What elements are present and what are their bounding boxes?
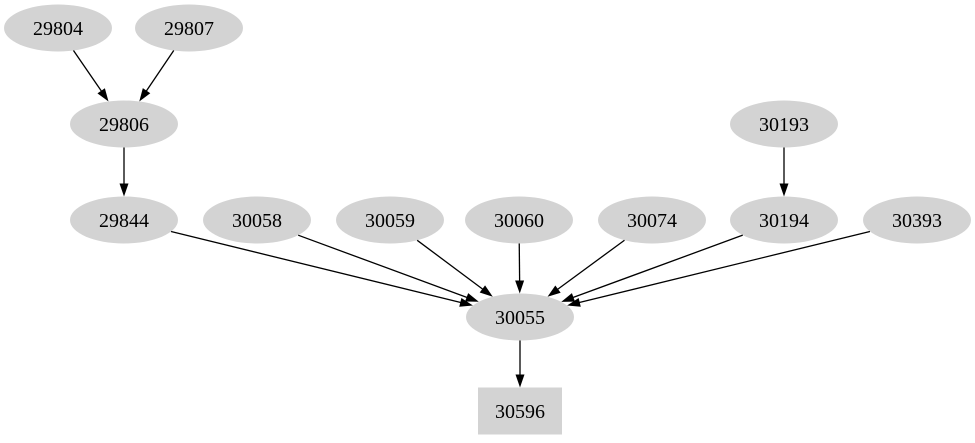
edge-30194-30055 <box>561 234 743 302</box>
node-ellipse-shape <box>863 196 971 244</box>
node-ellipse-shape <box>730 196 838 244</box>
arrowhead-icon <box>119 183 129 197</box>
node-30193: 30193 <box>730 100 838 148</box>
node-30596: 30596 <box>478 387 562 435</box>
node-box-shape <box>478 387 562 435</box>
node-label-30194: 30194 <box>759 210 809 232</box>
node-label-30060: 30060 <box>494 210 544 232</box>
node-ellipse-shape <box>465 196 573 244</box>
arrowhead-icon <box>465 293 479 302</box>
node-30058: 30058 <box>203 196 311 244</box>
edge-line <box>170 230 463 304</box>
node-ellipse-shape <box>466 293 574 341</box>
arrowhead-icon <box>779 183 789 197</box>
node-label-30074: 30074 <box>627 210 677 232</box>
node-29844: 29844 <box>70 196 178 244</box>
edge-29807-29806 <box>139 50 175 102</box>
node-30060: 30060 <box>465 196 573 244</box>
node-30393: 30393 <box>863 196 971 244</box>
node-30055: 30055 <box>466 293 574 341</box>
node-29807: 29807 <box>135 4 243 52</box>
node-30194: 30194 <box>730 196 838 244</box>
node-29804: 29804 <box>4 4 112 52</box>
node-30059: 30059 <box>336 196 444 244</box>
node-label-30393: 30393 <box>892 210 942 232</box>
node-label-30193: 30193 <box>759 114 809 136</box>
edge-line <box>577 230 871 304</box>
node-label-29807: 29807 <box>164 18 214 40</box>
edge-30055-30596 <box>515 340 525 388</box>
node-ellipse-shape <box>336 196 444 244</box>
edge-29804-29806 <box>72 50 109 102</box>
edge-30393-30055 <box>567 230 871 307</box>
arrowhead-icon <box>547 285 561 297</box>
node-label-30596: 30596 <box>495 401 545 423</box>
edge-29844-30055 <box>170 230 473 307</box>
edge-30060-30055 <box>515 243 525 294</box>
edge-line <box>571 234 743 299</box>
arrowhead-icon <box>567 298 581 307</box>
arrowhead-icon <box>515 280 525 294</box>
arrowhead-icon <box>97 88 109 102</box>
node-ellipse-shape <box>135 4 243 52</box>
edge-line <box>144 50 175 93</box>
node-ellipse-shape <box>70 196 178 244</box>
edge-30058-30055 <box>297 234 479 302</box>
edge-30059-30055 <box>416 239 493 297</box>
edge-30074-30055 <box>547 239 625 297</box>
edge-30193-30194 <box>779 147 789 197</box>
edge-29806-29844 <box>119 147 129 197</box>
edge-line <box>297 234 469 299</box>
edge-line <box>555 239 625 291</box>
edge-line <box>72 50 103 93</box>
node-29806: 29806 <box>70 100 178 148</box>
node-ellipse-shape <box>730 100 838 148</box>
node-ellipse-shape <box>203 196 311 244</box>
node-ellipse-shape <box>70 100 178 148</box>
node-label-30058: 30058 <box>232 210 282 232</box>
arrowhead-icon <box>139 88 151 102</box>
arrowhead-icon <box>515 374 525 388</box>
node-label-30055: 30055 <box>495 307 545 329</box>
node-label-30059: 30059 <box>365 210 415 232</box>
node-30074: 30074 <box>598 196 706 244</box>
edge-line <box>416 239 485 291</box>
node-ellipse-shape <box>598 196 706 244</box>
arrowhead-icon <box>459 298 473 307</box>
arrowhead-icon <box>479 285 493 297</box>
node-label-29844: 29844 <box>99 210 149 232</box>
node-label-29804: 29804 <box>33 18 83 40</box>
arrowhead-icon <box>561 293 576 302</box>
node-ellipse-shape <box>4 4 112 52</box>
node-label-29806: 29806 <box>99 114 149 136</box>
